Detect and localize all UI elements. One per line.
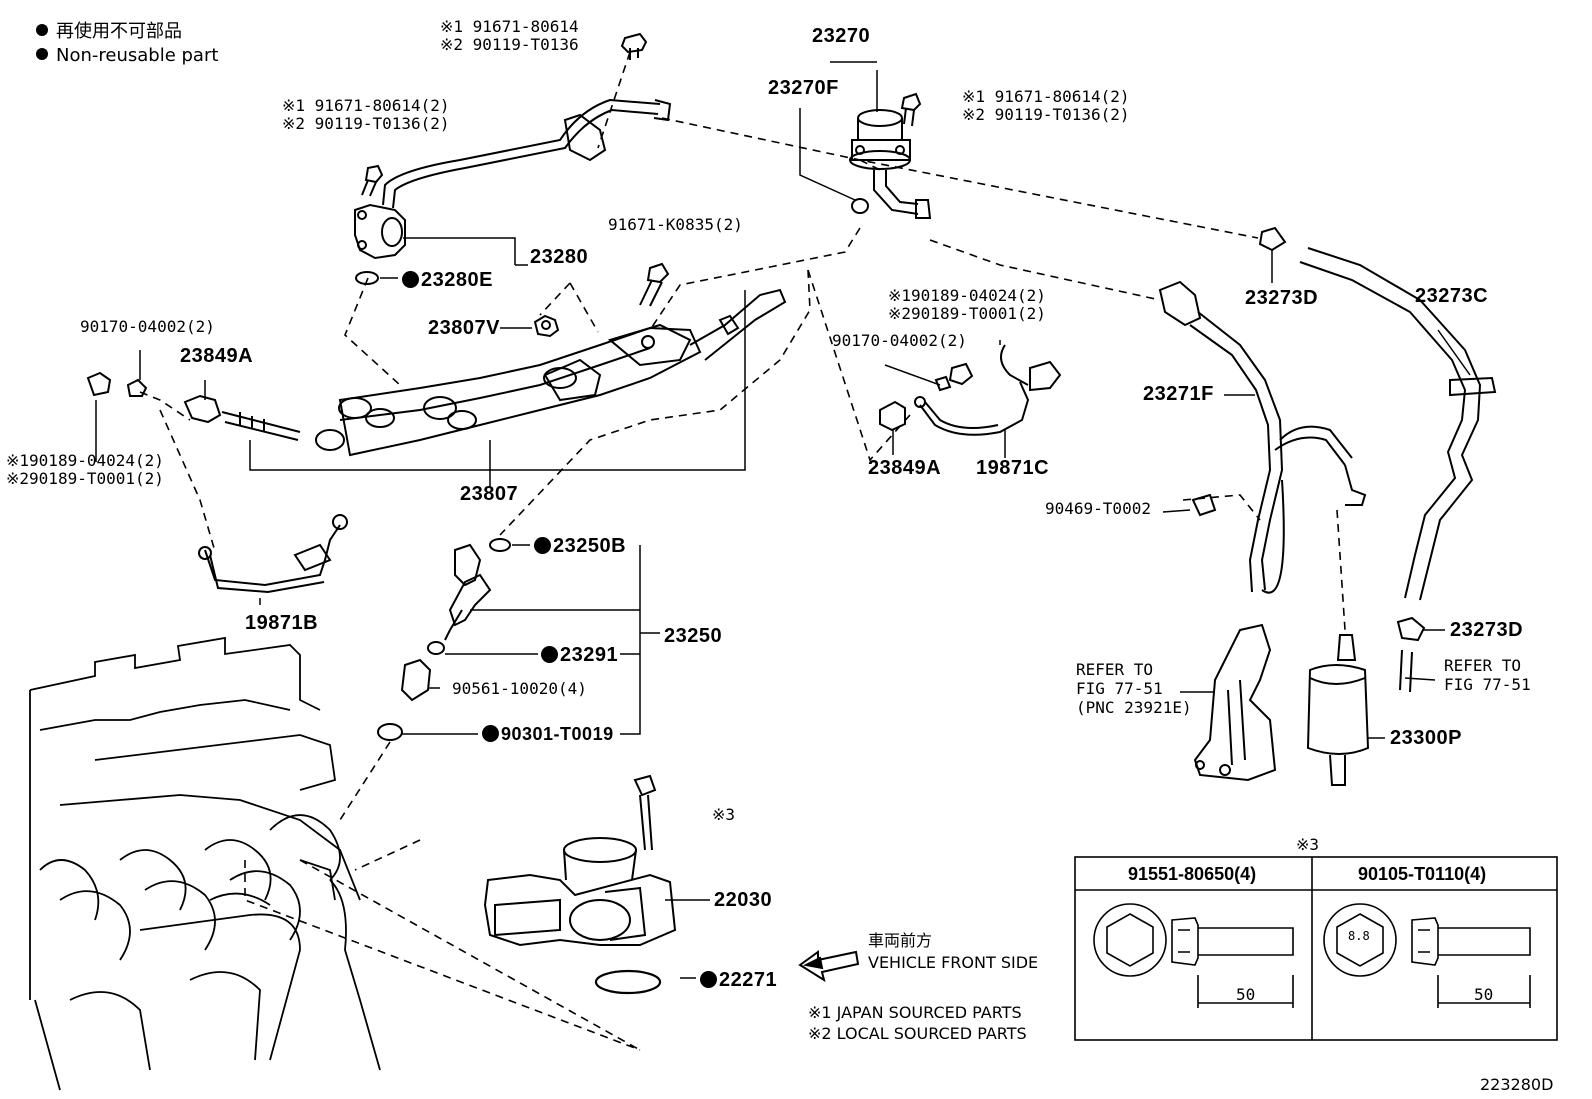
non-reusable-dot-icon bbox=[534, 537, 551, 554]
sensor-right bbox=[948, 362, 974, 386]
gasket-90301 bbox=[377, 723, 403, 741]
o-ring-23250b bbox=[489, 538, 511, 552]
legend: 再使用不可部品 Non-reusable part bbox=[36, 20, 218, 69]
front-direction-arrow bbox=[798, 950, 860, 983]
clamp-23273d-top bbox=[1258, 226, 1287, 252]
o-ring-23280e bbox=[355, 271, 379, 285]
bolt-left bbox=[361, 164, 384, 197]
nut-right bbox=[934, 375, 952, 392]
injector-23250 bbox=[444, 543, 492, 641]
pipe-stub-right bbox=[1399, 649, 1413, 693]
label-23300p: 23300P bbox=[1390, 727, 1462, 749]
nut-left bbox=[126, 378, 148, 397]
label-23271f: 23271F bbox=[1143, 383, 1214, 405]
label-23849a-right: 23849A bbox=[868, 457, 942, 479]
cap-23807v bbox=[533, 314, 560, 338]
label-23250: 23250 bbox=[664, 625, 723, 647]
bolt-k0835 bbox=[639, 262, 670, 307]
bolt-length-2: 50 bbox=[1474, 985, 1494, 1004]
engine-block-outline bbox=[29, 636, 381, 1091]
label-23807: 23807 bbox=[460, 483, 519, 505]
hose-23273c bbox=[1299, 247, 1497, 601]
label-23280e: 23280E bbox=[402, 270, 493, 290]
bolt-length-1: 50 bbox=[1236, 985, 1256, 1004]
label-23250b: 23250B bbox=[534, 536, 626, 556]
callout-clip: 90469-T0002 bbox=[1045, 499, 1151, 518]
knock-sensor-23849a-right bbox=[879, 400, 906, 432]
source-notes: ※1 JAPAN SOURCED PARTS ※2 LOCAL SOURCED … bbox=[808, 1003, 1027, 1043]
bolt-right bbox=[900, 92, 922, 127]
callout-bolt-top: ※1 91671-80614 ※2 90119-T0136 bbox=[440, 17, 579, 55]
filled-dot-icon bbox=[36, 24, 48, 36]
bolt-table-title: ※3 bbox=[1296, 835, 1320, 854]
throttle-body-22030 bbox=[483, 774, 677, 947]
label-23273c: 23273C bbox=[1415, 285, 1489, 307]
label-23270: 23270 bbox=[812, 25, 871, 47]
o-ring-23270f bbox=[851, 198, 869, 214]
o-ring-23291 bbox=[427, 641, 445, 655]
hose-23271f bbox=[1158, 280, 1367, 594]
bolt-head-mark: 8.8 bbox=[1348, 929, 1370, 943]
callout-bolt-left: ※1 91671-80614(2) ※2 90119-T0136(2) bbox=[282, 96, 450, 134]
pressure-regulator-23270 bbox=[849, 109, 932, 219]
clamp-23273d-bottom bbox=[1396, 616, 1426, 642]
label-23849a-left: 23849A bbox=[180, 345, 254, 367]
fuel-filter-23300p bbox=[1306, 634, 1370, 786]
label-23273d-bottom: 23273D bbox=[1450, 619, 1524, 641]
bolt-table-col2: 90105-T0110(4) bbox=[1358, 864, 1487, 884]
non-reusable-dot-icon bbox=[541, 646, 558, 663]
bolt-top bbox=[620, 32, 648, 60]
callout-sensor-left: ※190189-04024(2) ※290189-T0001(2) bbox=[6, 451, 164, 489]
callout-bolt-k0835: 91671-K0835(2) bbox=[608, 215, 743, 234]
non-reusable-dot-icon bbox=[700, 971, 717, 988]
knock-sensor-23849a-left bbox=[183, 394, 301, 441]
label-19871c: 19871C bbox=[976, 457, 1050, 479]
label-23807v: 23807V bbox=[428, 317, 500, 339]
legend-item-jp: 再使用不可部品 bbox=[36, 20, 218, 44]
callout-bolt-right: ※1 91671-80614(2) ※2 90119-T0136(2) bbox=[962, 87, 1130, 125]
label-22271: 22271 bbox=[700, 970, 777, 990]
non-reusable-dot-icon bbox=[482, 725, 499, 742]
label-90301: 90301-T0019 bbox=[482, 725, 614, 743]
bolt-table-col1: 91551-80650(4) bbox=[1128, 864, 1257, 884]
callout-insulator: 90561-10020(4) bbox=[452, 679, 587, 698]
solid-leaders bbox=[95, 61, 1471, 979]
clip-90469 bbox=[1191, 493, 1217, 517]
label-19871b: 19871B bbox=[245, 612, 319, 634]
label-23270f: 23270F bbox=[768, 77, 839, 99]
non-reusable-dot-icon bbox=[402, 271, 419, 288]
sensor-left bbox=[86, 371, 112, 397]
figure-id: 223280D bbox=[1480, 1075, 1554, 1094]
filled-dot-icon bbox=[36, 48, 48, 61]
legend-item-en: Non-reusable part bbox=[36, 44, 218, 68]
refer-left: REFER TO FIG 77-51 (PNC 23921E) bbox=[1076, 660, 1192, 718]
filter-bracket bbox=[1193, 623, 1277, 782]
callout-star3: ※3 bbox=[712, 805, 736, 824]
wire-harness-19871b bbox=[198, 514, 348, 594]
fuel-rail-23807 bbox=[315, 288, 787, 457]
dashed-leaders bbox=[139, 51, 1346, 1051]
label-23280: 23280 bbox=[530, 246, 589, 268]
bolt-spec-table bbox=[1074, 856, 1558, 1041]
label-23291: 23291 bbox=[541, 645, 618, 665]
insulator-90561 bbox=[400, 658, 432, 702]
refer-right: REFER TO FIG 77-51 bbox=[1444, 656, 1531, 695]
vehicle-front-label: 車両前方 VEHICLE FRONT SIDE bbox=[868, 931, 1039, 973]
regulator-23280 bbox=[354, 98, 672, 260]
callout-nut-right: 90170-04002(2) bbox=[832, 331, 967, 350]
wire-harness-19871c bbox=[914, 344, 1062, 436]
gasket-22271 bbox=[594, 969, 662, 995]
label-23273d-top: 23273D bbox=[1245, 287, 1319, 309]
callout-sensor-right: ※190189-04024(2) ※290189-T0001(2) bbox=[888, 286, 1046, 324]
label-22030: 22030 bbox=[714, 889, 773, 911]
callout-nut-left: 90170-04002(2) bbox=[80, 317, 215, 336]
